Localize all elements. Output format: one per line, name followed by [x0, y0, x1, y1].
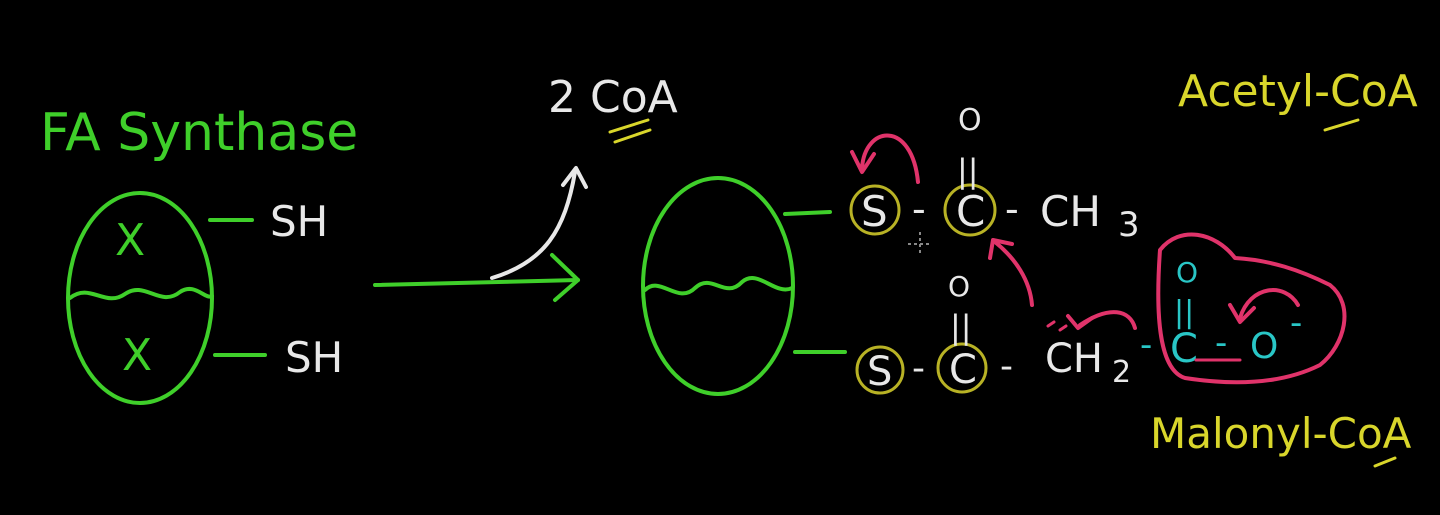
left-bottom-sh-group: SH — [285, 333, 343, 382]
cursor-crosshair-icon — [908, 232, 932, 255]
left-top-x-mark: X — [115, 215, 145, 266]
carboxyl-pink-enclosure — [1156, 232, 1347, 385]
released-coa: 2 CoA — [490, 72, 678, 280]
reaction-arrow-head — [550, 253, 580, 302]
acetyl-double-bond: || — [957, 152, 979, 190]
malonyl-coa-underline — [1373, 456, 1397, 468]
right-enzyme-wavy-divider — [643, 276, 794, 296]
acetyl-coa-label: Acetyl-CoA — [1178, 66, 1418, 117]
left-enzyme-wavy-divider — [68, 286, 214, 301]
acetyl-dash-2: - — [1005, 187, 1019, 231]
left-top-sh-group: SH — [270, 197, 328, 246]
lone-pair-dots — [1046, 320, 1068, 332]
acetyl-sulfur-circle — [849, 184, 901, 236]
malonyl-sulfur: S — [867, 349, 892, 395]
acetyl-group: S - C || O - CH 3 Acetyl-CoA — [849, 66, 1418, 245]
malonyl-sulfur-circle — [855, 345, 905, 395]
release-arrow-head — [561, 166, 588, 189]
carboxyl-double-bond: || — [1174, 295, 1194, 330]
malonyl-carbon: C — [949, 347, 977, 393]
carboxyl-top-oxygen: O — [1176, 256, 1198, 289]
acetyl-carbon-circle — [943, 183, 997, 237]
release-arrow-curve — [490, 170, 577, 280]
malonyl-double-bond: || — [950, 308, 972, 346]
right-top-bond — [783, 210, 832, 216]
carboxyl-dash: - — [1215, 323, 1227, 363]
acetyl-carbon: C — [956, 187, 985, 236]
released-coa-underline — [608, 118, 652, 144]
malonyl-dash-3: - — [1140, 325, 1152, 365]
right-enzyme-body — [641, 176, 795, 396]
acetyl-methyl-subscript: 3 — [1118, 205, 1140, 245]
acetyl-methyl: CH — [1040, 187, 1101, 236]
condensation-pink-arrow — [993, 240, 1034, 307]
malonyl-coa-label: Malonyl-CoA — [1150, 409, 1412, 458]
right-enzyme — [641, 176, 847, 396]
acetyl-dash-1: - — [912, 187, 926, 231]
carboxyl-oxygen: O — [1250, 326, 1278, 367]
left-bottom-x-mark: X — [122, 330, 152, 381]
malonyl-dash-2: - — [1000, 346, 1013, 387]
malonyl-carbon-circle — [936, 342, 988, 394]
thioester-pink-arrow — [860, 133, 920, 184]
carboxyl-charge: - — [1290, 303, 1302, 343]
acetyl-sulfur: S — [861, 187, 888, 236]
malonyl-dash-1: - — [912, 348, 925, 389]
malonyl-methylene-subscript: 2 — [1112, 355, 1131, 390]
left-enzyme: FA Synthase X X SH SH — [40, 103, 358, 405]
acetyl-coa-underline — [1323, 118, 1360, 132]
malonyl-methylene: CH — [1045, 336, 1103, 382]
methylene-pink-arrow-head — [1066, 314, 1094, 330]
thioester-pink-arrow-head — [850, 150, 876, 174]
carboxyl-carbon: C — [1170, 326, 1198, 372]
reaction-arrow — [373, 253, 580, 302]
carboxyl-pink-arrow-head — [1228, 303, 1256, 324]
malonyl-carbonyl-oxygen: O — [948, 270, 970, 303]
condensation-pink-arrow-head — [988, 238, 1014, 260]
released-coa-label: 2 CoA — [548, 72, 678, 123]
acetyl-carbonyl-oxygen: O — [958, 103, 982, 138]
carboxyl-pink-arrow — [1238, 288, 1300, 320]
malonyl-group: S - C || O - CH 2 - C || O - O - Malonyl… — [855, 232, 1412, 468]
fa-synthase-title: FA Synthase — [40, 103, 358, 163]
reaction-arrow-shaft — [373, 278, 580, 287]
